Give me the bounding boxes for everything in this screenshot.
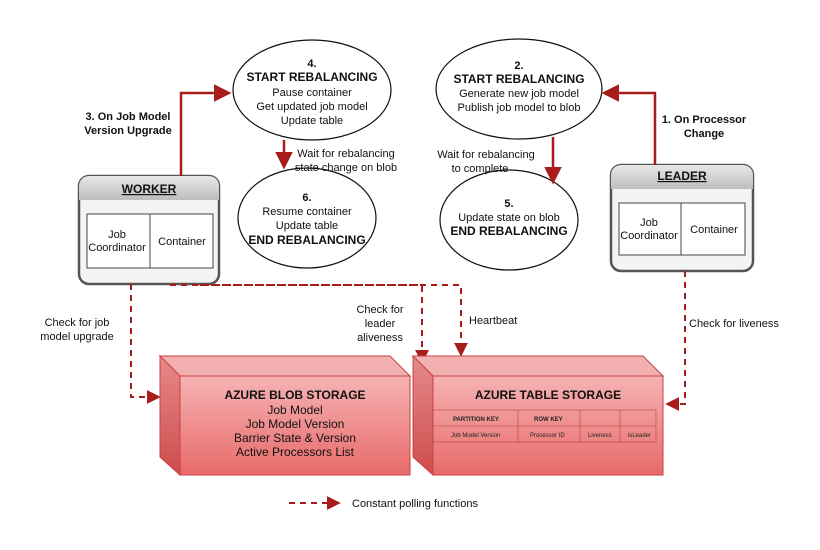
svg-text:4.: 4. <box>307 58 316 70</box>
step6-ellipse: 6. Resume container Update table END REB… <box>237 167 377 269</box>
label-check-upgrade: Check for job <box>45 317 110 329</box>
svg-text:END REBALANCING: END REBALANCING <box>450 224 567 238</box>
arrow-check-leader <box>170 284 429 364</box>
table-cell: Job Model Version <box>451 433 500 439</box>
dashed-arrows <box>130 271 686 411</box>
svg-text:Generate new job model: Generate new job model <box>459 88 579 100</box>
label-wait-change: Wait for rebalancing <box>297 148 394 160</box>
blob-item: Job Model Version <box>246 417 345 431</box>
svg-text:START REBALANCING: START REBALANCING <box>246 70 377 84</box>
table-header-cell: PARTITION KEY <box>453 417 499 423</box>
legend-label: Constant polling functions <box>352 498 478 510</box>
leader-container: Container <box>690 224 738 236</box>
svg-text:END REBALANCING: END REBALANCING <box>248 233 365 247</box>
svg-text:2.: 2. <box>514 60 523 72</box>
svg-text:state change on blob: state change on blob <box>295 162 397 174</box>
svg-text:Update state on blob: Update state on blob <box>458 212 560 224</box>
label-check-liveness: Check for liveness <box>689 318 779 330</box>
arrow-worker-to-step4 <box>179 84 232 176</box>
table-cell: Liveness <box>588 433 612 439</box>
label-job-model-upgrade: 3. On Job Model <box>86 111 171 123</box>
svg-text:Version Upgrade: Version Upgrade <box>84 125 171 137</box>
azure-table-storage: AZURE TABLE STORAGE PARTITION KEY ROW KE… <box>411 354 665 477</box>
svg-text:Get updated job model: Get updated job model <box>256 101 367 113</box>
svg-text:5.: 5. <box>504 198 513 210</box>
step5-ellipse: 5. Update state on blob END REBALANCING <box>439 169 579 271</box>
blob-item: Barrier State & Version <box>234 431 356 445</box>
azure-blob-storage: AZURE BLOB STORAGE Job Model Job Model V… <box>158 354 412 477</box>
step2-ellipse: 2. START REBALANCING Generate new job mo… <box>435 38 603 140</box>
arrow-check-liveness <box>665 271 686 411</box>
legend: Constant polling functions <box>289 496 478 510</box>
leader-title: LEADER <box>657 169 707 183</box>
label-processor-change: 1. On Processor <box>662 114 747 126</box>
step4-ellipse: 4. START REBALANCING Pause container Get… <box>232 39 392 141</box>
table-cell: Processor ID <box>530 433 565 439</box>
svg-text:6.: 6. <box>302 192 311 204</box>
svg-text:to complete: to complete <box>452 163 509 175</box>
svg-text:Pause container: Pause container <box>272 87 352 99</box>
svg-text:Publish job model to blob: Publish job model to blob <box>458 102 581 114</box>
table-cell: isLeader <box>628 433 651 439</box>
table-storage-title: AZURE TABLE STORAGE <box>475 388 621 402</box>
label-heartbeat: Heartbeat <box>469 315 517 327</box>
table-header-cell: ROW KEY <box>534 417 563 423</box>
solid-arrows <box>179 84 657 185</box>
arrow-leader-to-step2 <box>601 84 657 165</box>
blob-item: Job Model <box>267 403 322 417</box>
svg-text:Change: Change <box>684 128 724 140</box>
worker-container: Container <box>158 236 206 248</box>
svg-text:START REBALANCING: START REBALANCING <box>453 72 584 86</box>
blob-item: Active Processors List <box>236 445 355 459</box>
svg-text:model upgrade: model upgrade <box>40 331 113 343</box>
blob-storage-title: AZURE BLOB STORAGE <box>224 388 365 402</box>
svg-text:aliveness: aliveness <box>357 332 403 344</box>
label-check-leader: Check for <box>356 304 403 316</box>
svg-text:Update table: Update table <box>281 115 343 127</box>
svg-text:Update table: Update table <box>276 220 338 232</box>
label-wait-complete: Wait for rebalancing <box>437 149 534 161</box>
arrow-check-upgrade <box>130 284 161 404</box>
svg-text:leader: leader <box>365 318 396 330</box>
arrow-labels: 3. On Job Model Version Upgrade 1. On Pr… <box>40 111 779 344</box>
table-schema <box>432 409 657 443</box>
worker-title: WORKER <box>122 182 177 196</box>
svg-text:Resume container: Resume container <box>262 206 352 218</box>
